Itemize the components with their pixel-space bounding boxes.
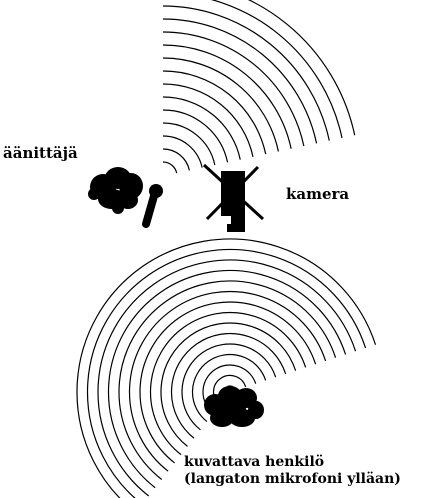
wireless-waves-arc (161, 323, 296, 446)
subject-label-line2: (langaton mikrofoni ylläan) (184, 471, 401, 488)
recorder-person-icon (88, 167, 143, 214)
mic-waves-arc (163, 84, 253, 157)
microphone-sound-waves (163, 0, 355, 173)
mic-waves-arc (163, 71, 266, 154)
recorder-label: äänittäjä (3, 144, 78, 162)
camera-label: kamera (286, 185, 349, 203)
camera-icon (204, 165, 263, 232)
mic-waves-arc (163, 149, 189, 170)
mic-waves-arc (163, 123, 215, 165)
mic-waves-arc (163, 162, 177, 173)
microphone-icon (146, 184, 163, 224)
wireless-waves-arc (130, 292, 326, 472)
mic-waves-arc (163, 32, 304, 146)
mic-waves-arc (163, 45, 291, 149)
subject-label: kuvattava henkilö (langaton mikrofoni yl… (184, 454, 401, 488)
mic-waves-arc (163, 97, 240, 160)
mic-waves-arc (163, 110, 228, 162)
subject-label-line1: kuvattava henkilö (184, 454, 401, 471)
